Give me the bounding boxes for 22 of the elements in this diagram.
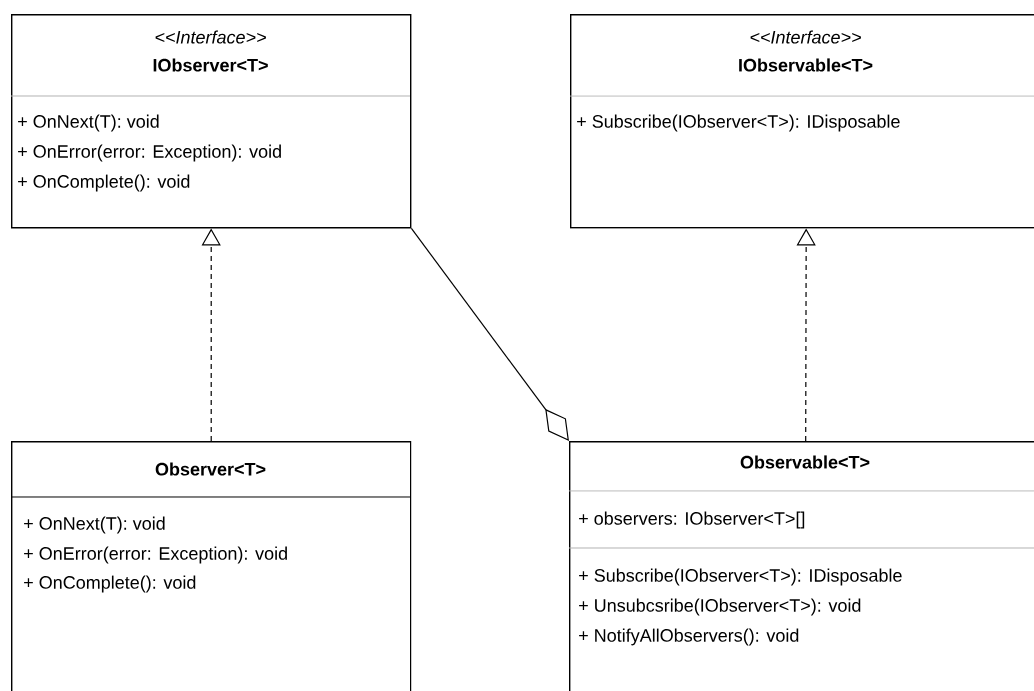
stereotype-label: <<Interface>> bbox=[750, 30, 861, 44]
class-box bbox=[10, 441, 412, 691]
member-text: + NotifyAllObservers(): void bbox=[579, 628, 799, 646]
member-text: + observers: IObserver<T>[] bbox=[579, 511, 805, 529]
member-text: + Subscribe(IObserver<T>): IDisposable bbox=[579, 568, 902, 586]
member-text: + Subscribe(IObserver<T>): IDisposable bbox=[577, 114, 900, 132]
stereotype-label: <<Interface>> bbox=[155, 30, 266, 44]
aggregation-line bbox=[410, 227, 569, 441]
class-box bbox=[10, 14, 412, 229]
class-name: Observer<T> bbox=[155, 462, 266, 476]
member-text: + Unsubcsribe(IObserver<T>): void bbox=[579, 598, 861, 616]
member-text: + OnNext(T): void bbox=[24, 516, 165, 534]
member-text: + OnError(error: Exception): void bbox=[18, 144, 281, 162]
class-box bbox=[568, 441, 1034, 691]
class-box bbox=[569, 14, 1034, 229]
class-name: IObservable<T> bbox=[739, 58, 873, 72]
class-name: Observable<T> bbox=[740, 455, 870, 469]
member-text: + OnError(error: Exception): void bbox=[24, 546, 287, 564]
member-text: + OnComplete(): void bbox=[18, 174, 190, 192]
member-text: + OnNext(T): void bbox=[18, 114, 159, 132]
member-text: + OnComplete(): void bbox=[24, 575, 196, 593]
class-name: IObserver<T> bbox=[153, 58, 268, 72]
